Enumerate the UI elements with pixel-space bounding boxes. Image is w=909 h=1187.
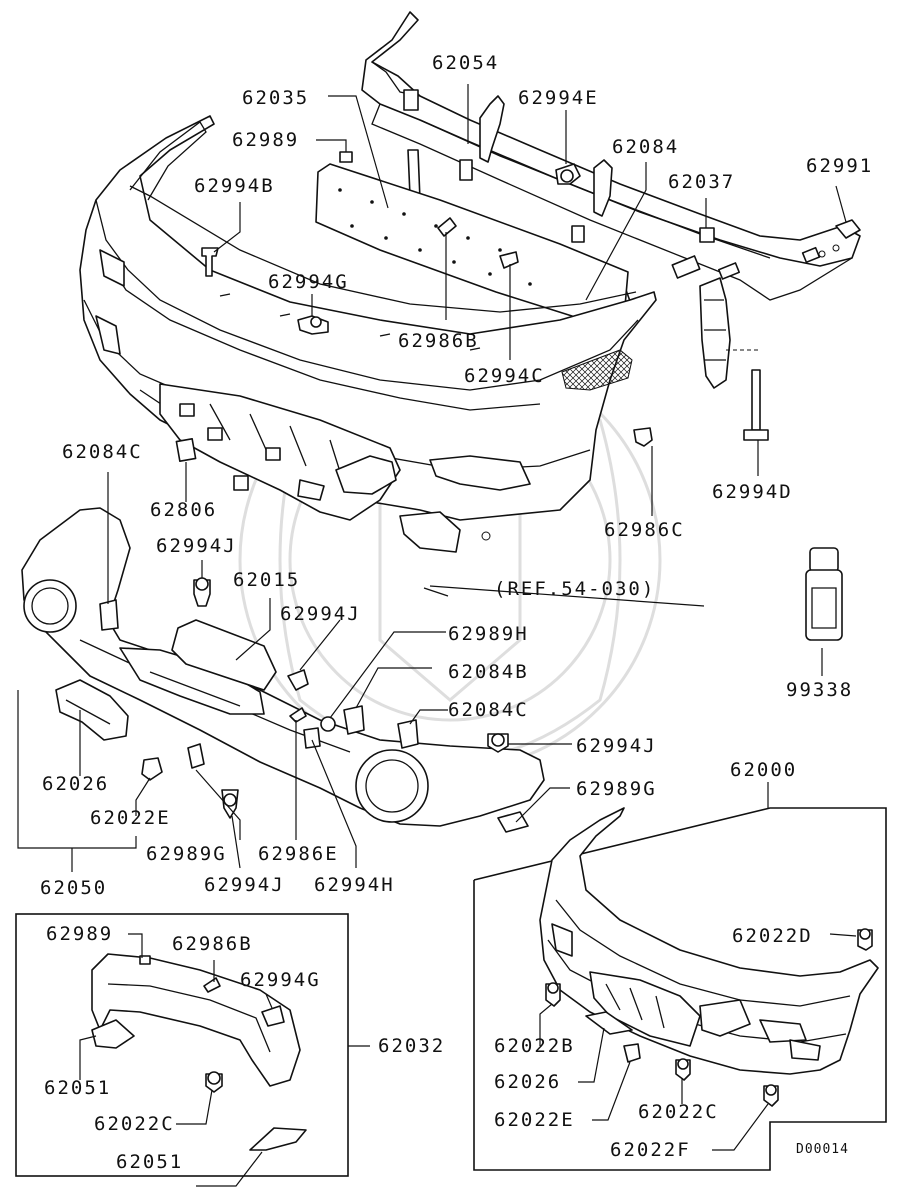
label-62989-top: 62989 bbox=[232, 129, 300, 151]
touch-up-paint bbox=[805, 547, 843, 641]
front-bumper-cover bbox=[79, 115, 657, 553]
label-62084B: 62084B bbox=[448, 661, 529, 683]
label-62022B: 62022B bbox=[494, 1035, 575, 1057]
label-62026-left: 62026 bbox=[42, 773, 110, 795]
label-62986C: 62986C bbox=[604, 519, 685, 541]
label-62991: 62991 bbox=[806, 155, 874, 177]
label-62994C: 62994C bbox=[464, 365, 545, 387]
label-62084C-left: 62084C bbox=[62, 441, 143, 463]
label-62054: 62054 bbox=[432, 52, 500, 74]
label-62806: 62806 bbox=[150, 499, 218, 521]
label-62994J-c: 62994J bbox=[576, 735, 657, 757]
label-62022C-right: 62022C bbox=[638, 1101, 719, 1123]
label-62032: 62032 bbox=[378, 1035, 446, 1057]
label-62994G-top: 62994G bbox=[268, 271, 349, 293]
label-62989-inset: 62989 bbox=[46, 923, 114, 945]
label-62994B: 62994B bbox=[194, 175, 275, 197]
label-62989H: 62989H bbox=[448, 623, 529, 645]
label-62022F: 62022F bbox=[610, 1139, 691, 1161]
label-62022D: 62022D bbox=[732, 925, 813, 947]
label-62022C-left: 62022C bbox=[94, 1113, 175, 1135]
bumper-upper-edge bbox=[129, 121, 481, 351]
label-62022E-right: 62022E bbox=[494, 1109, 575, 1131]
diagram-code: D00014 bbox=[796, 1142, 849, 1157]
inset-62000 bbox=[473, 807, 887, 1171]
label-62084: 62084 bbox=[612, 136, 680, 158]
label-62994G-inset: 62994G bbox=[240, 969, 321, 991]
label-62986B-inset: 62986B bbox=[172, 933, 253, 955]
label-62989G-left: 62989G bbox=[146, 843, 227, 865]
inset-62032 bbox=[15, 913, 370, 1177]
label-62994D: 62994D bbox=[712, 481, 793, 503]
label-62015: 62015 bbox=[233, 569, 301, 591]
label-62050: 62050 bbox=[40, 877, 108, 899]
lower-bumper-garnish bbox=[21, 437, 545, 833]
label-62994E: 62994E bbox=[518, 87, 599, 109]
leader-lines bbox=[17, 84, 857, 1187]
label-62084C-mid: 62084C bbox=[448, 699, 529, 721]
label-62989G-right: 62989G bbox=[576, 778, 657, 800]
label-62026-right: 62026 bbox=[494, 1071, 562, 1093]
label-62037: 62037 bbox=[668, 171, 736, 193]
label-62022E-left: 62022E bbox=[90, 807, 171, 829]
front-bumper-reinforcement bbox=[361, 11, 861, 301]
label-62051-a: 62051 bbox=[44, 1077, 112, 1099]
fasteners-upper bbox=[201, 151, 861, 447]
label-62994J-d: 62994J bbox=[204, 874, 285, 896]
label-62051-b: 62051 bbox=[116, 1151, 184, 1173]
label-62994J-a: 62994J bbox=[156, 535, 237, 557]
label-62994H: 62994H bbox=[314, 874, 395, 896]
label-62986E: 62986E bbox=[258, 843, 339, 865]
label-62994J-b: 62994J bbox=[280, 603, 361, 625]
label-62035: 62035 bbox=[242, 87, 310, 109]
label-62986B-top: 62986B bbox=[398, 330, 479, 352]
label-ref-54-030: (REF.54-030) bbox=[494, 578, 656, 600]
label-62000: 62000 bbox=[730, 759, 798, 781]
label-99338: 99338 bbox=[786, 679, 854, 701]
